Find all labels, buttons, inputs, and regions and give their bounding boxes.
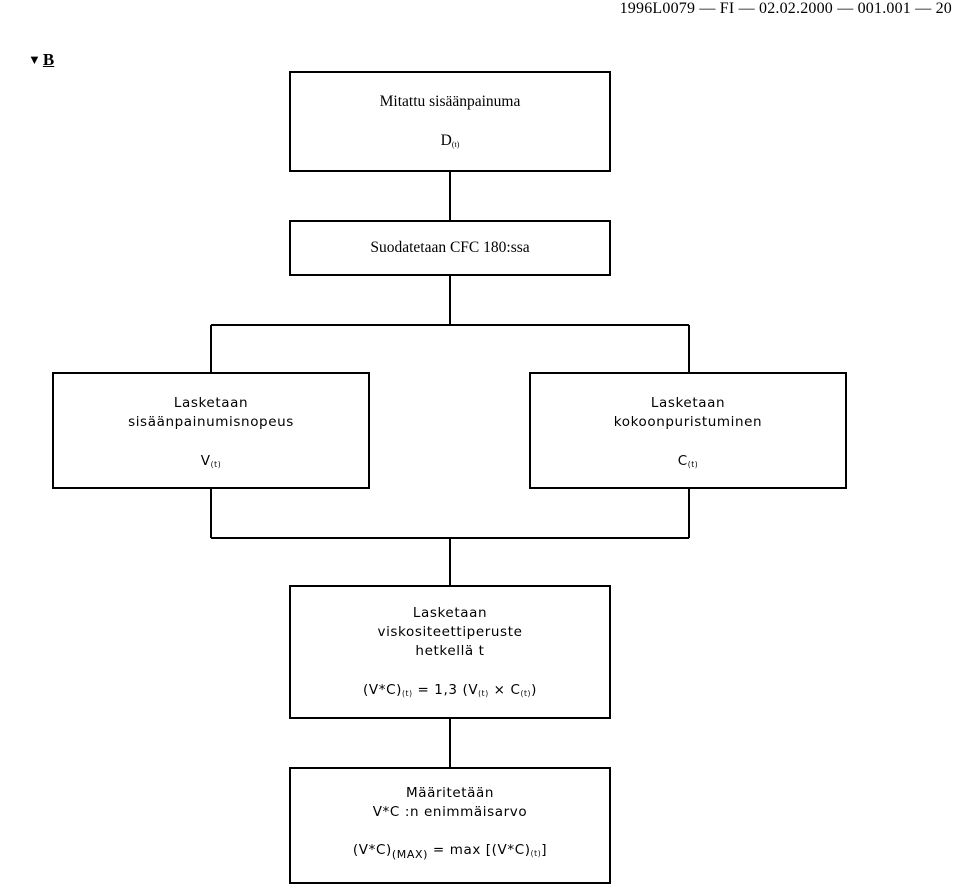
maximum-line1: Määritetään xyxy=(405,785,495,801)
viscous-formula-c-sub: (t) xyxy=(520,689,532,698)
filter-title: Suodatetaan CFC 180:ssa xyxy=(370,239,530,256)
viscous-formula-lhs: (V*C) xyxy=(363,682,402,698)
viscous-line1: Lasketaan xyxy=(412,605,488,621)
viscous-formula: (V*C)(t) = 1,3 (V(t) × C(t)) xyxy=(291,681,609,703)
maximum-formula-lhs: (V*C) xyxy=(352,842,392,858)
velocity-formula: V(t) xyxy=(54,452,368,474)
velocity-symbol: V xyxy=(200,453,211,469)
measured-symbol: D xyxy=(440,132,452,149)
maximum-line2: V*C :n enimmäisarvo xyxy=(372,804,528,820)
document-header: 1996L0079 — FI — 02.02.2000 — 001.001 — … xyxy=(619,0,952,17)
triangle-down-icon: ▼ xyxy=(28,52,41,67)
compression-line1: Lasketaan xyxy=(650,395,726,411)
filter-box: Suodatetaan CFC 180:ssa xyxy=(289,220,611,276)
viscous-formula-end: ) xyxy=(531,682,537,698)
velocity-box: Lasketaan sisäänpainumisnopeus V(t) xyxy=(52,372,370,489)
maximum-formula-mid: = max [(V*C) xyxy=(428,842,531,858)
viscous-line3: hetkellä t xyxy=(415,643,485,659)
measured-deflection-box: Mitattu sisäänpainuma D(t) xyxy=(289,71,611,172)
compression-formula: C(t) xyxy=(531,452,845,474)
measured-formula: D(t) xyxy=(291,131,609,154)
maximum-formula-lhs-sub: (MAX) xyxy=(391,848,428,861)
velocity-line2: sisäänpainumisnopeus xyxy=(128,414,294,430)
compression-box: Lasketaan kokoonpuristuminen C(t) xyxy=(529,372,847,489)
velocity-line1: Lasketaan xyxy=(173,395,249,411)
velocity-subscript: (t) xyxy=(210,460,222,469)
maximum-box: Määritetään V*C :n enimmäisarvo (V*C)(MA… xyxy=(289,767,611,884)
viscous-formula-lhs-sub: (t) xyxy=(402,689,413,698)
viscous-formula-v-sub: (t) xyxy=(478,689,489,698)
compression-line2: kokoonpuristuminen xyxy=(613,414,763,430)
viscous-criterion-box: Lasketaan viskositeettiperuste hetkellä … xyxy=(289,585,611,719)
maximum-formula-rhs-sub: (t) xyxy=(530,849,542,858)
viscous-line2: viskositeettiperuste xyxy=(377,624,523,640)
maximum-formula: (V*C)(MAX) = max [(V*C)(t)] xyxy=(291,841,609,864)
maximum-formula-end: ] xyxy=(541,842,548,858)
viscous-formula-times: × C xyxy=(488,682,521,698)
amendment-marker: ▼B xyxy=(28,50,54,70)
viscous-formula-mid: = 1,3 (V xyxy=(412,682,479,698)
compression-subscript: (t) xyxy=(687,460,699,469)
measured-title: Mitattu sisäänpainuma xyxy=(379,93,521,110)
compression-symbol: C xyxy=(677,453,688,469)
measured-subscript: (t) xyxy=(451,140,460,149)
amendment-letter: B xyxy=(42,50,55,69)
